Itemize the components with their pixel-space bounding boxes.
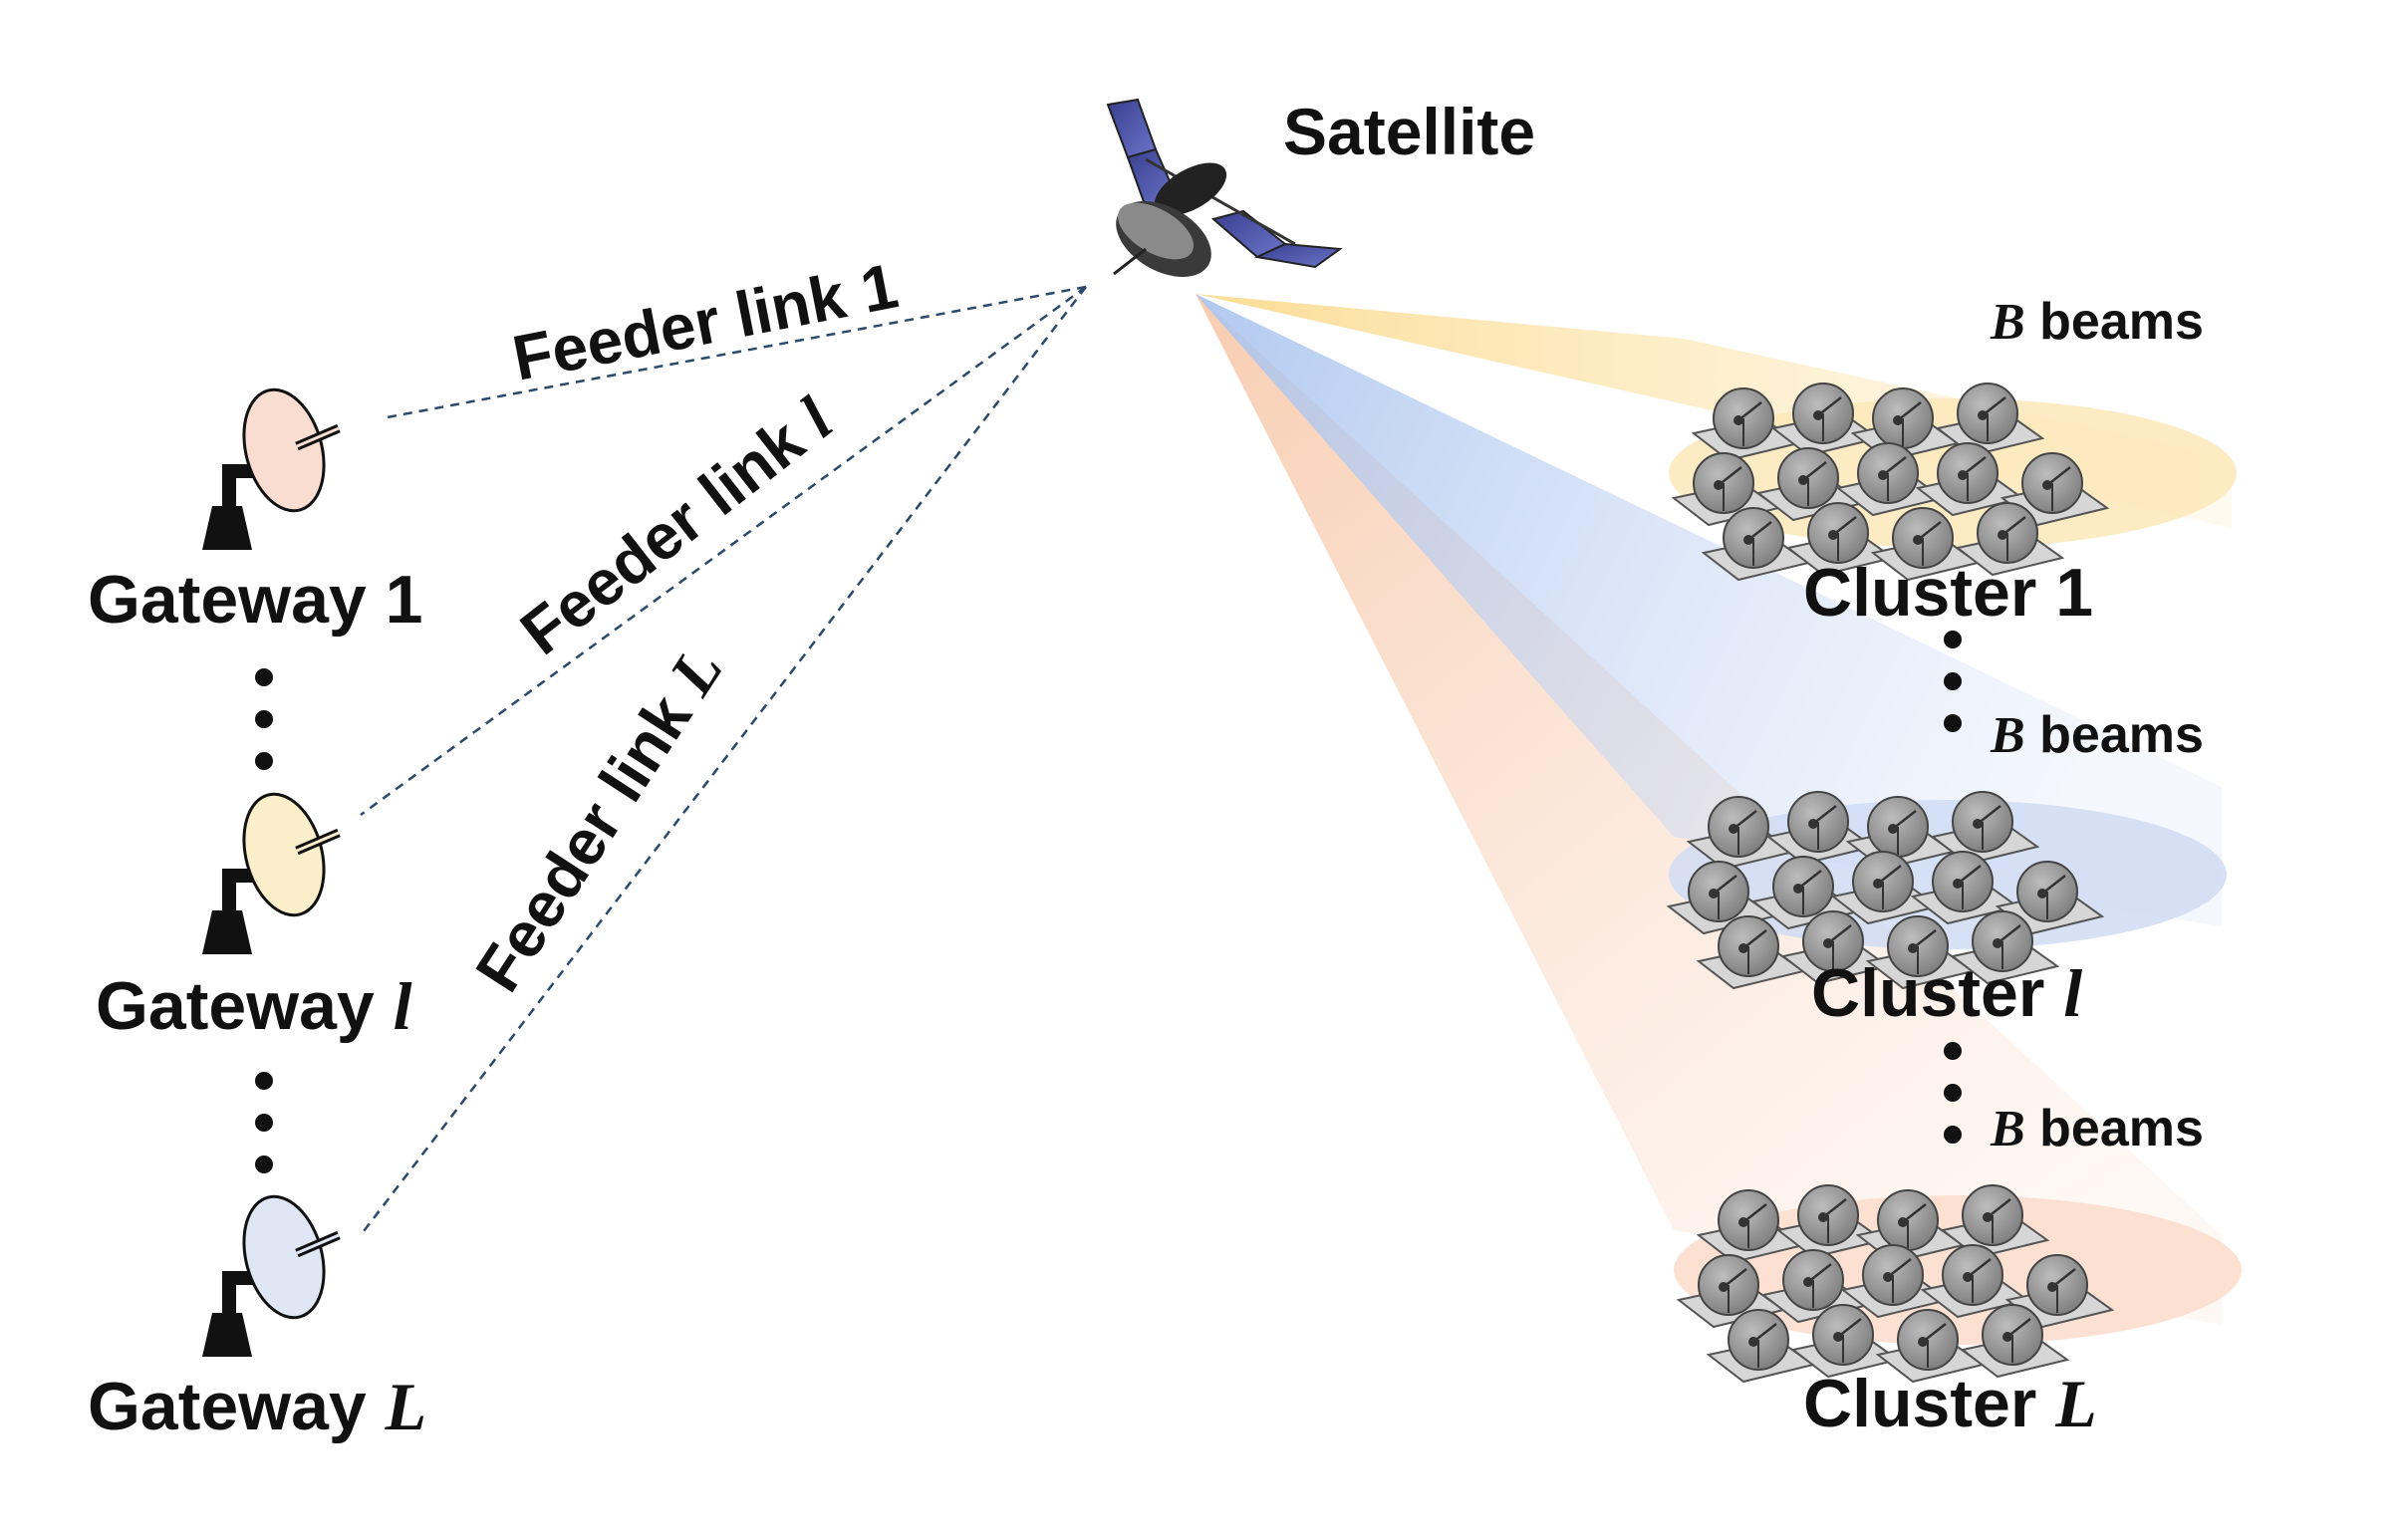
cluster-L: B beams Cluster L bbox=[1674, 1100, 2242, 1441]
user-terminal-icon bbox=[1960, 1304, 2070, 1379]
satellite-label: Satellite bbox=[1283, 95, 1535, 168]
user-terminal-icon bbox=[1780, 910, 1891, 985]
beam-blue bbox=[1196, 294, 2222, 926]
user-terminal-icon bbox=[1835, 442, 1946, 517]
user-terminal-icon bbox=[1770, 383, 1881, 457]
user-terminal-icon bbox=[1691, 387, 1801, 462]
terminal-group bbox=[1666, 791, 2105, 990]
gateway-ellipsis-dots bbox=[255, 668, 273, 1173]
user-terminal-icon bbox=[1765, 791, 1876, 866]
cluster-1: B beams Cluster 1 bbox=[1669, 293, 2237, 631]
feeder-link-line-L bbox=[360, 286, 1087, 1236]
user-terminal-icon bbox=[1701, 507, 1811, 582]
cluster-label-1: Cluster 1 bbox=[1803, 555, 2093, 631]
user-terminal-icon bbox=[1666, 861, 1776, 935]
beams-label: B beams bbox=[1990, 1100, 2204, 1157]
beams-label: B beams bbox=[1990, 293, 2204, 351]
feeder-link-line-1 bbox=[381, 285, 1087, 420]
cluster-ellipsis-dots bbox=[1944, 631, 1962, 1144]
feeder-link-line-l bbox=[360, 285, 1087, 817]
feeder-link-lines bbox=[360, 285, 1087, 1236]
user-terminal-icon bbox=[1850, 387, 1961, 462]
user-terminal-icon bbox=[1920, 1244, 2030, 1319]
gateway-L: Gateway L bbox=[88, 1194, 426, 1444]
gateway-dish-icon bbox=[202, 1194, 341, 1357]
user-terminal-icon bbox=[1790, 1304, 1901, 1379]
cluster-label-l: Cluster l bbox=[1811, 955, 2082, 1031]
terminal-group bbox=[1671, 383, 2110, 582]
user-terminal-icon bbox=[1910, 851, 2020, 925]
user-terminal-icon bbox=[1671, 452, 1781, 527]
user-terminal-icon bbox=[1785, 502, 1896, 577]
gateway-dish-icon bbox=[202, 387, 341, 550]
beams-label: B beams bbox=[1990, 706, 2204, 764]
terminal-group bbox=[1676, 1184, 2115, 1384]
feeder-link-label-l: Feeder link l bbox=[507, 383, 845, 668]
user-terminal-icon bbox=[1696, 1189, 1806, 1264]
feeder-link-label-L: Feeder link L bbox=[461, 635, 735, 1003]
user-terminal-icon bbox=[1930, 791, 2040, 866]
user-terminal-icon bbox=[1840, 1244, 1951, 1319]
gateway-dish-icon bbox=[202, 792, 341, 954]
user-terminal-icon bbox=[1870, 507, 1981, 582]
user-terminal-icon bbox=[1676, 1254, 1786, 1329]
user-terminal-icon bbox=[1696, 915, 1806, 990]
user-terminal-icon bbox=[1706, 1309, 1816, 1384]
cluster-label-L: Cluster L bbox=[1803, 1366, 2097, 1441]
gateway-label-l: Gateway l bbox=[96, 968, 412, 1044]
user-terminal-icon bbox=[1955, 502, 2065, 577]
user-terminal-icon bbox=[1875, 1309, 1986, 1384]
gateway-label-1: Gateway 1 bbox=[88, 562, 422, 638]
user-terminal-icon bbox=[1950, 910, 2060, 985]
gateway-label-L: Gateway L bbox=[88, 1369, 426, 1444]
satellite-icon bbox=[1106, 98, 1343, 277]
feeder-link-label-1: Feeder link 1 bbox=[507, 249, 904, 393]
gateway-l: Gateway l bbox=[96, 792, 412, 1044]
gateway-1: Gateway 1 bbox=[88, 387, 422, 638]
user-terminal-icon bbox=[1686, 796, 1796, 871]
user-terminal-icon bbox=[1775, 1184, 1886, 1259]
cluster-l: B beams Cluster l bbox=[1666, 706, 2227, 1031]
user-terminal-icon bbox=[1755, 447, 1866, 522]
user-terminal-icon bbox=[1940, 1184, 2050, 1259]
